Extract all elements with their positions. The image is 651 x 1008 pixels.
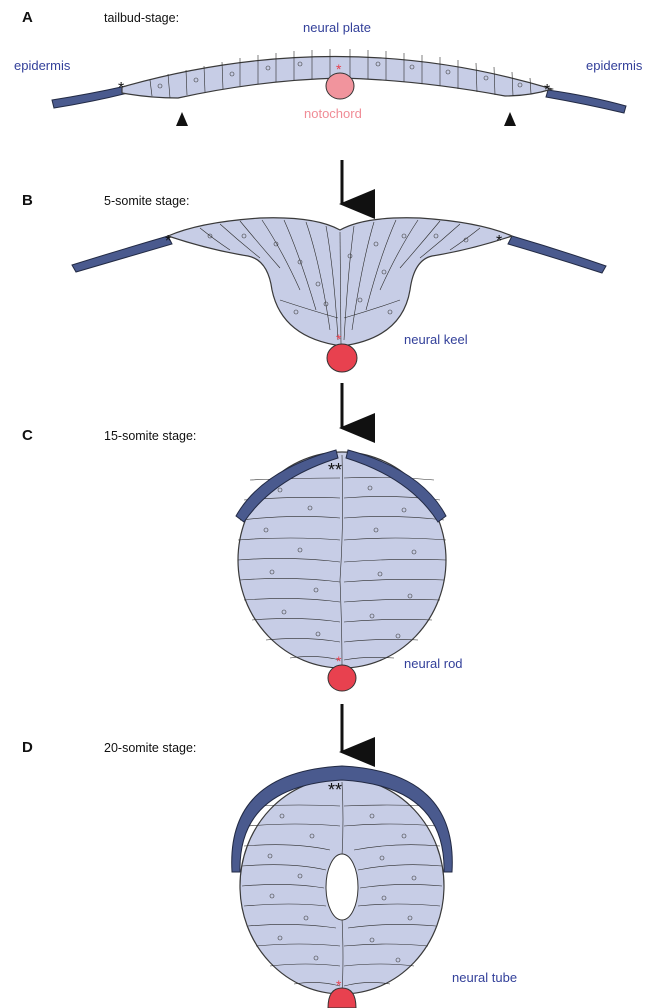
panel-d: D 20-somite stage: ** *: [22, 739, 517, 1008]
epidermis-label-right: epidermis: [586, 58, 643, 73]
arrowhead-left: [176, 112, 188, 126]
asterisk-left-b: *: [165, 233, 171, 250]
neural-plate-label: neural plate: [303, 20, 371, 35]
panel-b: B 5-somite stage: * * * neural keel: [22, 192, 606, 372]
notochord-label: notochord: [304, 106, 362, 121]
panel-c: C 15-somite stage: ** *: [22, 427, 463, 691]
epidermis-right-b: [508, 236, 606, 273]
panel-a: A tailbud-stage: neural plate epidermis …: [14, 9, 643, 126]
notochord-a: [326, 73, 354, 99]
asterisk-right-b: *: [496, 233, 502, 250]
panel-c-letter: C: [22, 427, 33, 444]
panel-d-stage-label: 20-somite stage:: [104, 741, 196, 755]
panel-c-stage-label: 15-somite stage:: [104, 429, 196, 443]
neural-tube-label: neural tube: [452, 970, 517, 985]
double-asterisk-c: **: [328, 460, 342, 480]
neural-rod-label: neural rod: [404, 656, 463, 671]
asterisk-left-a: *: [118, 80, 124, 97]
epidermis-left-b: [72, 236, 172, 272]
epidermis-label-left: epidermis: [14, 58, 71, 73]
epidermis-right-a: [546, 90, 626, 113]
neural-tube-lumen: [326, 854, 358, 920]
panel-b-stage-label: 5-somite stage:: [104, 194, 189, 208]
notochord-b: [327, 344, 357, 372]
panel-a-stage-label: tailbud-stage:: [104, 11, 179, 25]
asterisk-right-a: *: [544, 82, 550, 99]
neural-keel-label: neural keel: [404, 332, 468, 347]
notochord-c: [328, 665, 356, 691]
double-asterisk-d: **: [328, 780, 342, 800]
panel-d-letter: D: [22, 739, 33, 756]
panel-b-letter: B: [22, 192, 33, 209]
panel-a-letter: A: [22, 9, 33, 26]
arrowhead-right: [504, 112, 516, 126]
epidermis-left-a: [52, 86, 128, 108]
